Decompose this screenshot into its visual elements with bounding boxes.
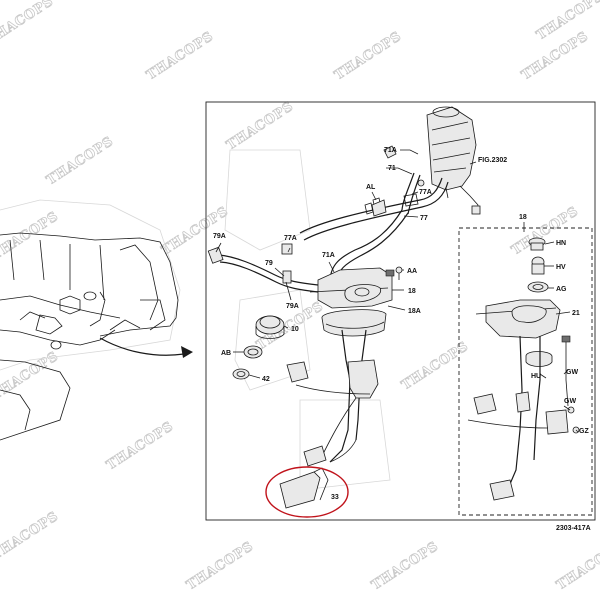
background-parts bbox=[224, 149, 391, 491]
small-fittings bbox=[371, 145, 425, 280]
watermark: THACOPS bbox=[184, 539, 256, 593]
callout-AA: AA bbox=[407, 268, 417, 275]
watermark: THACOPS bbox=[534, 0, 600, 43]
leader-lines bbox=[215, 149, 579, 433]
callout-71A-mid: 71A bbox=[322, 252, 335, 259]
callout-AG: AG bbox=[556, 286, 567, 293]
callout-21: 21 bbox=[572, 310, 580, 317]
callout-77A-left: 77A bbox=[284, 235, 297, 242]
highlight-circle bbox=[265, 466, 349, 518]
callout-GW-1: GW bbox=[566, 369, 578, 376]
watermark: THACOPS bbox=[224, 99, 296, 153]
watermark: THACOPS bbox=[144, 29, 216, 83]
fuel-cap-parts bbox=[232, 315, 285, 380]
watermark: THACOPS bbox=[332, 29, 404, 83]
fuel-pump-assembly-box bbox=[458, 227, 593, 516]
pump-assembly-detail bbox=[467, 237, 580, 501]
return-hose bbox=[207, 243, 319, 293]
detail-frame bbox=[205, 101, 596, 521]
watermark: THACOPS bbox=[554, 539, 600, 593]
fuel-pump-housing bbox=[286, 267, 395, 467]
callout-79A-low: 79A bbox=[286, 303, 299, 310]
watermark: THACOPS bbox=[369, 539, 441, 593]
watermark: THACOPS bbox=[0, 0, 56, 48]
watermark: THACOPS bbox=[159, 204, 231, 258]
callout-GZ: GZ bbox=[579, 428, 589, 435]
watermark: THACOPS bbox=[104, 419, 176, 473]
callout-79A-top: 79A bbox=[213, 233, 226, 240]
callout-77A: 77A bbox=[419, 189, 432, 196]
callout-71: 71 bbox=[388, 165, 396, 172]
callout-AB: AB bbox=[221, 350, 231, 357]
callout-GW-2: GW bbox=[564, 398, 576, 405]
watermark: THACOPS bbox=[0, 509, 61, 563]
callout-HU: HU bbox=[531, 373, 541, 380]
figure-number: 2303-417A bbox=[556, 525, 591, 532]
watermark: THACOPS bbox=[399, 339, 471, 393]
callout-HN: HN bbox=[556, 240, 566, 247]
callout-18: 18 bbox=[408, 288, 416, 295]
callout-71A: 71A bbox=[384, 147, 397, 154]
watermark: THACOPS bbox=[0, 209, 61, 263]
callout-HV: HV bbox=[556, 264, 566, 271]
callout-33: 33 bbox=[331, 494, 339, 501]
callout-42: 42 bbox=[262, 376, 270, 383]
callout-18-box: 18 bbox=[519, 214, 527, 221]
callout-labels: 71A 71 FIG.2302 AL 77A 77 79A 77A 71A AA… bbox=[213, 147, 591, 532]
callout-AL: AL bbox=[366, 184, 376, 191]
callout-10: 10 bbox=[291, 326, 299, 333]
watermark: THACOPS bbox=[519, 29, 591, 83]
callout-18A: 18A bbox=[408, 308, 421, 315]
vehicle-overview bbox=[0, 199, 181, 441]
callout-fig-2302: FIG.2302 bbox=[478, 157, 507, 164]
callout-77: 77 bbox=[420, 215, 428, 222]
callout-79: 79 bbox=[265, 260, 273, 267]
watermark: THACOPS bbox=[44, 134, 116, 188]
fuel-filter-assembly bbox=[426, 106, 481, 215]
watermark: THACOPS bbox=[509, 204, 581, 258]
part-33-highlight bbox=[265, 466, 349, 518]
overview-pointer-arrow bbox=[99, 337, 193, 358]
